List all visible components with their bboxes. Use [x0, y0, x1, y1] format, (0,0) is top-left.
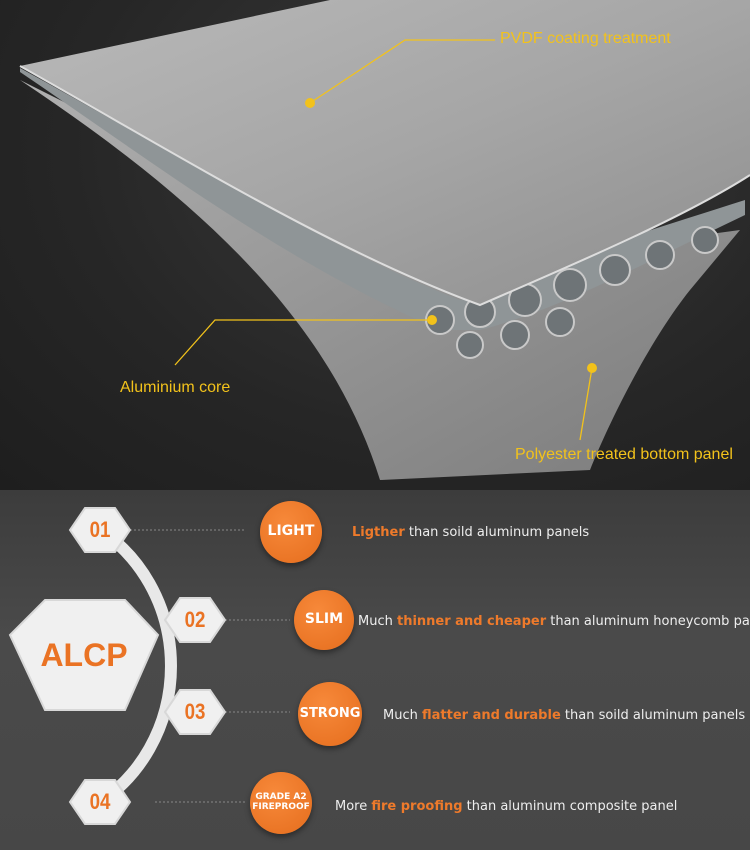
badge-fireproof-line2: FIREPROOF: [252, 802, 310, 812]
desc-suffix: than soild aluminum panels: [404, 525, 590, 540]
features-connector: [8, 507, 290, 825]
desc-suffix: than soild aluminum panels: [560, 708, 746, 723]
feature-number-01: 01: [89, 517, 111, 542]
callout-aluminium-core: Aluminium core: [120, 379, 231, 396]
feature-number-02: 02: [184, 607, 206, 632]
features-section: ALCP 01 02 03 04 LIGHT SLIM STRONG GRADE…: [0, 490, 750, 850]
badge-strong: STRONG: [298, 682, 362, 746]
badge-light: LIGHT: [260, 501, 322, 563]
pvdf-top-sheet: [20, 0, 750, 305]
badge-fireproof-line1: GRADE A2: [255, 792, 307, 803]
desc-prefix: Much: [358, 614, 397, 629]
panel-illustration: [19, 0, 750, 480]
hex-04: [68, 779, 132, 825]
callout-dot-core: [427, 315, 437, 325]
feature-description-light: Ligther than soild aluminum panels: [352, 525, 589, 540]
desc-prefix: Much: [383, 708, 422, 723]
badge-fireproof: GRADE A2 FIREPROOF: [250, 772, 312, 834]
panel-illustration-section: PVDF coating treatment Aluminium core Po…: [0, 0, 750, 490]
desc-highlight: fire proofing: [371, 799, 463, 814]
desc-suffix: than aluminum honeycomb panel: [546, 614, 750, 629]
feature-description-slim: Much thinner and cheaper than aluminum h…: [358, 614, 750, 629]
feature-description-strong: Much flatter and durable than soild alum…: [383, 708, 745, 723]
callout-dot-coating: [305, 98, 315, 108]
desc-highlight: Ligther: [352, 525, 405, 540]
callout-bottom-panel: Polyester treated bottom panel: [515, 446, 733, 463]
feature-description-fireproof: More fire proofing than aluminum composi…: [335, 799, 677, 814]
feature-number-04: 04: [89, 789, 111, 814]
hex-01: [68, 507, 132, 553]
feature-number-03: 03: [184, 699, 206, 724]
desc-highlight: thinner and cheaper: [396, 614, 547, 629]
callout-lines: [174, 39, 593, 441]
callout-dot-bottom: [587, 363, 597, 373]
desc-highlight: flatter and durable: [421, 708, 561, 723]
core-bumps: [425, 226, 719, 359]
desc-prefix: More: [335, 799, 372, 814]
badge-slim: SLIM: [294, 590, 354, 650]
center-label-alcp: ALCP: [40, 636, 128, 673]
hex-03: [163, 689, 227, 735]
arc-connector: [96, 524, 177, 808]
hex-alcp: [8, 599, 160, 711]
hex-02: [163, 597, 227, 643]
desc-suffix: than aluminum composite panel: [462, 799, 678, 814]
callout-pvdf-coating: PVDF coating treatment: [500, 30, 671, 47]
